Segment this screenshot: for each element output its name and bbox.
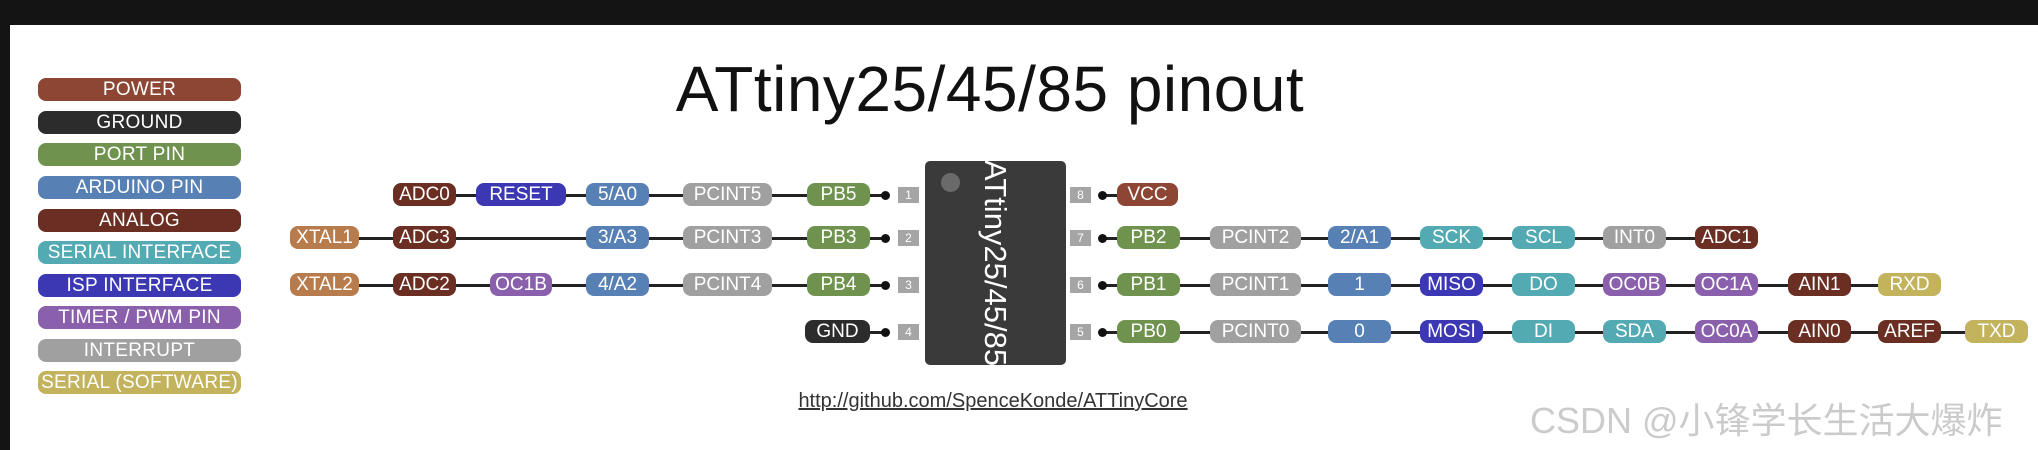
pin2-arduino: 3/A3 xyxy=(586,226,649,249)
pin7-sck: SCK xyxy=(1420,226,1483,249)
legend-analog: ANALOG xyxy=(38,209,241,232)
pin2-xtal: XTAL1 xyxy=(290,226,359,249)
pin7-adc1: ADC1 xyxy=(1695,226,1758,249)
pin5-oc0a: OC0A xyxy=(1695,320,1758,343)
pin6-ain1: AIN1 xyxy=(1788,273,1851,296)
pin2-dot xyxy=(881,234,890,243)
watermark: CSDN @小锋学长生活大爆炸 xyxy=(1530,400,2003,441)
legend-port-pin: PORT PIN xyxy=(38,143,241,166)
pin6-oc1a: OC1A xyxy=(1695,273,1758,296)
pin1-pcint: PCINT5 xyxy=(683,183,772,206)
pin7-dot xyxy=(1098,234,1107,243)
pin-number-1: 1 xyxy=(898,187,919,203)
pin6-port: PB1 xyxy=(1117,273,1180,296)
pin3-port: PB4 xyxy=(807,273,870,296)
pin3-arduino: 4/A2 xyxy=(586,273,649,296)
chip-label: ATtiny25/45/85 xyxy=(978,159,1013,367)
pin1-adc0: ADC0 xyxy=(393,183,456,206)
pin-number-4: 4 xyxy=(898,324,919,340)
pin6-rxd: RXD xyxy=(1878,273,1941,296)
pin-number-5: 5 xyxy=(1070,324,1091,340)
pin3-timer: OC1B xyxy=(490,273,552,296)
pin5-pcint: PCINT0 xyxy=(1210,320,1301,343)
pin1-port: PB5 xyxy=(807,183,870,206)
pin4-gnd: GND xyxy=(805,320,870,343)
pin5-arduino: 0 xyxy=(1328,320,1391,343)
pin-number-7: 7 xyxy=(1070,230,1091,246)
pin6-miso: MISO xyxy=(1420,273,1483,296)
legend-isp-interface: ISP INTERFACE xyxy=(38,274,241,297)
pin-number-3: 3 xyxy=(898,277,919,293)
pin5-port: PB0 xyxy=(1117,320,1180,343)
pin6-oc0b: OC0B xyxy=(1603,273,1666,296)
diagram-title: ATtiny25/45/85 pinout xyxy=(675,53,1305,125)
pin8-dot xyxy=(1098,191,1107,200)
pin6-pcint: PCINT1 xyxy=(1210,273,1301,296)
legend-interrupt: INTERRUPT xyxy=(38,339,241,362)
legend-power: POWER xyxy=(38,78,241,101)
pin7-arduino: 2/A1 xyxy=(1328,226,1391,249)
pin5-ain0: AIN0 xyxy=(1788,320,1851,343)
legend-serial-interface: SERIAL INTERFACE xyxy=(38,241,241,264)
pin4-dot xyxy=(881,328,890,337)
pin-number-2: 2 xyxy=(898,230,919,246)
pin5-mosi: MOSI xyxy=(1420,320,1483,343)
pin5-dot xyxy=(1098,328,1107,337)
pin1-dot xyxy=(881,191,890,200)
pin2-port: PB3 xyxy=(807,226,870,249)
pinout-canvas: ATtiny25/45/85 pinout POWER GROUND PORT … xyxy=(10,25,2038,450)
pin7-port: PB2 xyxy=(1117,226,1180,249)
pin-number-8: 8 xyxy=(1070,187,1091,203)
pin3-pcint: PCINT4 xyxy=(683,273,772,296)
pin1-marker xyxy=(941,173,960,192)
pin1-arduino: 5/A0 xyxy=(586,183,649,206)
pin6-arduino: 1 xyxy=(1328,273,1391,296)
ic-chip: ATtiny25/45/85 xyxy=(925,159,1066,367)
pin6-dot xyxy=(1098,281,1107,290)
pin3-dot xyxy=(881,281,890,290)
pin5-txd: TXD xyxy=(1965,320,2028,343)
pin3-xtal: XTAL2 xyxy=(290,273,359,296)
pin1-reset: RESET xyxy=(476,183,566,206)
pin3-adc: ADC2 xyxy=(393,273,456,296)
legend-arduino-pin: ARDUINO PIN xyxy=(38,176,241,199)
legend-ground: GROUND xyxy=(38,111,241,134)
legend-timer-pwm: TIMER / PWM PIN xyxy=(38,306,241,329)
source-link[interactable]: http://github.com/SpenceKonde/ATTinyCore xyxy=(798,390,1188,412)
pin5-sda: SDA xyxy=(1603,320,1666,343)
pin8-vcc: VCC xyxy=(1117,183,1178,206)
pin2-adc: ADC3 xyxy=(393,226,456,249)
pin7-scl: SCL xyxy=(1512,226,1575,249)
pin5-aref: AREF xyxy=(1878,320,1941,343)
pin6-do: DO xyxy=(1512,273,1575,296)
pin-number-6: 6 xyxy=(1070,277,1091,293)
pin5-di: DI xyxy=(1512,320,1575,343)
pin2-pcint: PCINT3 xyxy=(683,226,772,249)
pin7-pcint: PCINT2 xyxy=(1210,226,1301,249)
pin7-int0: INT0 xyxy=(1603,226,1666,249)
legend-serial-software: SERIAL (SOFTWARE) xyxy=(38,371,241,394)
